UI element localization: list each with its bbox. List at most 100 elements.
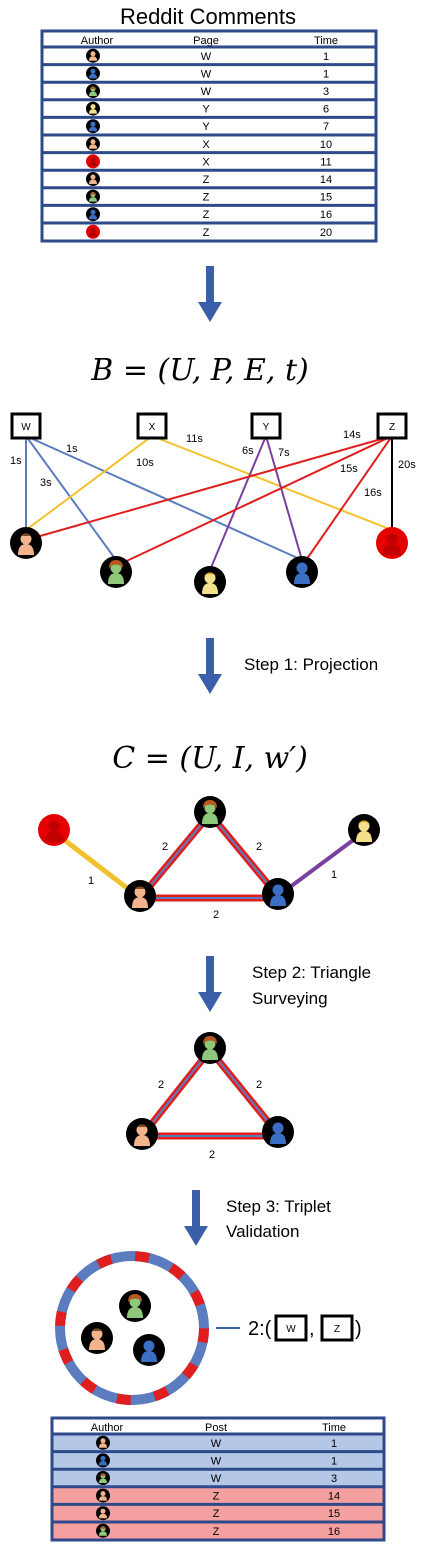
time-cell: 3 — [331, 1473, 337, 1485]
arrow-down-icon — [198, 638, 222, 694]
step1-label: Step 1: Projection — [244, 655, 378, 674]
time-cell: 15 — [328, 1508, 340, 1520]
user-red-icon — [376, 527, 408, 559]
arrow-down-icon — [198, 266, 222, 322]
post-cell: Z — [213, 1491, 220, 1503]
arrow-down-icon — [184, 1190, 208, 1246]
page-cell: W — [201, 86, 212, 98]
step2-label-line2: Surveying — [252, 989, 328, 1008]
edge-label: 2 — [158, 1079, 164, 1091]
edge-label: 10s — [136, 457, 154, 469]
edge-label: 6s — [242, 445, 254, 457]
user-green-icon — [100, 556, 132, 588]
page-node-y-label: Y — [263, 422, 270, 433]
page-cell: Z — [203, 174, 210, 186]
post-cell: Z — [213, 1526, 220, 1538]
top-header-time: Time — [314, 35, 338, 47]
user-yellow-icon — [348, 814, 380, 846]
validation-page-z — [320, 1314, 354, 1342]
author-avatar-icon — [86, 207, 100, 222]
step2-label-line1: Step 2: Triangle — [252, 963, 371, 982]
page-cell: Z — [203, 192, 210, 204]
step3-label-line2: Validation — [226, 1222, 299, 1241]
user-red-icon — [38, 814, 70, 846]
author-avatar-icon — [86, 224, 100, 239]
author-avatar-icon — [86, 48, 100, 63]
table-row: Z 15 — [42, 186, 376, 204]
author-avatar-icon — [86, 154, 100, 169]
time-cell: 11 — [320, 156, 331, 168]
triangle-users — [126, 1032, 294, 1150]
edge-label: 2 — [209, 1149, 215, 1161]
user-blue-icon — [262, 878, 294, 910]
time-cell: 7 — [323, 121, 329, 133]
author-avatar-icon — [96, 1435, 110, 1450]
triangle-edge-labels: 2 2 2 — [158, 1079, 262, 1161]
page-node-z — [376, 412, 408, 440]
time-cell: 14 — [328, 1491, 340, 1503]
page-node-x — [136, 412, 168, 440]
time-cell: 1 — [323, 68, 329, 80]
time-cell: 16 — [320, 209, 332, 221]
time-cell: 1 — [323, 51, 329, 63]
edge-z-peach — [25, 435, 393, 541]
time-cell: 10 — [320, 139, 332, 151]
projection-formula: C = (U, I, w′) — [112, 741, 308, 776]
bipartite-formula: B = (U, P, E, t) — [90, 353, 308, 388]
top-table-title: Reddit Comments — [120, 4, 296, 29]
edge-y-blue — [265, 435, 303, 561]
bipartite-edge-labels: 1s 1s 3s 10s 11s 6s 7s 14s 15s 16s 20s — [10, 429, 416, 499]
edge-w-green — [25, 435, 117, 561]
user-peach-icon — [10, 527, 42, 559]
bottom-header-time: Time — [322, 1422, 346, 1434]
user-peach-icon — [124, 880, 156, 912]
user-green-icon — [194, 796, 226, 828]
time-cell: 15 — [320, 192, 332, 204]
table-row: Z 14 — [52, 1485, 384, 1505]
user-nodes — [10, 527, 408, 598]
edge-label: 11s — [186, 433, 203, 445]
author-avatar-icon — [86, 84, 100, 98]
edge-label: 14s — [343, 429, 361, 441]
validation-page-w — [274, 1314, 308, 1342]
top-header-author: Author — [81, 35, 114, 47]
author-avatar-icon — [96, 1453, 110, 1468]
user-peach-icon — [81, 1322, 113, 1354]
triplet-ring — [55, 1251, 209, 1405]
time-cell: 1 — [331, 1438, 337, 1450]
time-cell: 14 — [320, 174, 332, 186]
step3-label-line1: Step 3: Triplet — [226, 1197, 331, 1216]
author-avatar-icon — [86, 119, 100, 134]
page-cell: Y — [202, 104, 210, 116]
projection-edge-labels: 1 2 2 2 1 — [88, 841, 337, 921]
user-blue-icon — [286, 556, 318, 588]
arrow-down-icon — [198, 956, 222, 1012]
page-cell: Y — [202, 121, 210, 133]
edge-x-peach — [25, 435, 153, 531]
post-cell: W — [211, 1455, 222, 1467]
edge-z-blue — [301, 435, 393, 567]
edge-w-blue — [25, 435, 303, 561]
edge-label: 1 — [331, 869, 337, 881]
projection-edges — [52, 811, 366, 902]
time-cell: 6 — [323, 104, 329, 116]
author-avatar-icon — [86, 66, 100, 81]
edge-label: 2 — [256, 841, 262, 853]
author-avatar-icon — [86, 189, 100, 204]
validation-page-z-label: Z — [334, 1324, 340, 1335]
page-cell: W — [201, 68, 212, 80]
time-cell: 16 — [328, 1526, 340, 1538]
edge-label: 16s — [364, 487, 382, 499]
edge-label: 1s — [66, 443, 78, 455]
time-cell: 1 — [331, 1455, 337, 1467]
bipartite-edges — [25, 435, 393, 571]
author-avatar-icon — [96, 1506, 110, 1521]
